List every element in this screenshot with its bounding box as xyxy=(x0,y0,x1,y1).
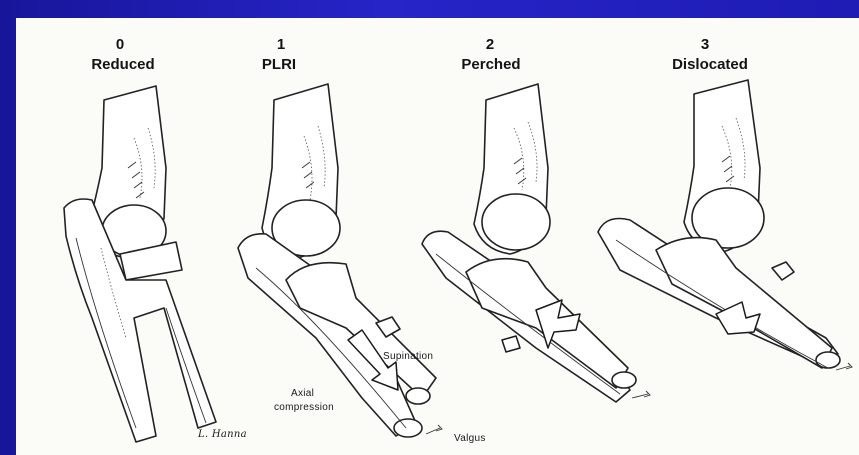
stage-0-figure xyxy=(64,86,216,442)
stage-1-number: 1 xyxy=(277,36,285,53)
supination-label: Supination xyxy=(383,351,433,362)
stage-3-label: Dislocated xyxy=(672,56,748,73)
axial-label: Axial xyxy=(291,388,314,399)
elbow-instability-diagram: 0 Reduced 1 PLRI 2 Perched 3 Dislocated … xyxy=(16,18,859,455)
stage-1-label: PLRI xyxy=(262,56,296,73)
stage-1-figure xyxy=(238,84,442,437)
artist-signature: L. Hanna xyxy=(197,429,247,440)
stage-0-label: Reduced xyxy=(91,56,154,73)
stage-0-number: 0 xyxy=(116,36,124,53)
stage-2-label: Perched xyxy=(461,56,520,73)
stage-2-number: 2 xyxy=(486,36,494,53)
illustration-panel: 0 Reduced 1 PLRI 2 Perched 3 Dislocated … xyxy=(16,18,859,455)
compression-label: compression xyxy=(274,402,334,413)
stage-3-figure xyxy=(598,80,852,370)
valgus-label: Valgus xyxy=(454,433,486,444)
stage-3-number: 3 xyxy=(701,36,709,53)
